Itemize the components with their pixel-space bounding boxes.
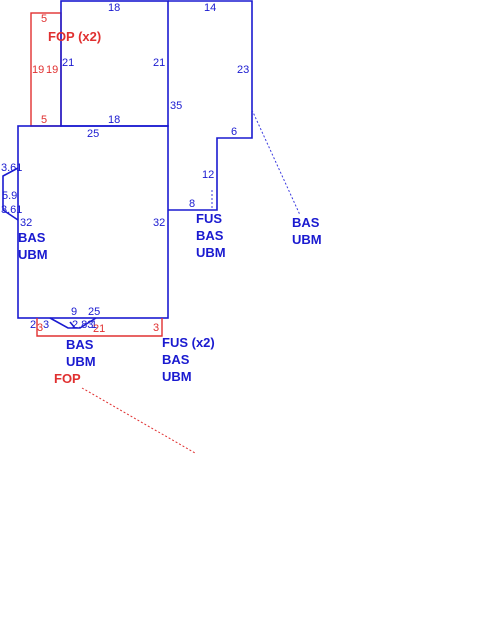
dim-upper-left: 21 — [62, 57, 74, 69]
dim-fop-top: 5 — [41, 13, 47, 25]
label-mid-ubm: UBM — [196, 245, 226, 260]
fop-stoop-bottom-outline — [36, 318, 163, 337]
dim-fop-right: 19 — [46, 64, 58, 76]
dim-bay-bottom: 3.61 — [1, 204, 22, 216]
label-fus-x2-bas: BAS — [162, 352, 190, 367]
label-right-ubm: UBM — [292, 232, 322, 247]
label-mid-bas: BAS — [196, 228, 224, 243]
label-fus-x2: FUS (x2) — [162, 335, 215, 350]
dim-stoop-a: 2 — [30, 319, 36, 331]
dim-right-top: 14 — [204, 2, 216, 14]
dim-main-left: 32 — [20, 217, 32, 229]
dim-stoop-f: 21 — [93, 323, 105, 335]
leader-right-bas — [251, 109, 301, 216]
upper-block-outline — [60, 0, 169, 127]
label-main-ubm: UBM — [18, 247, 48, 262]
label-bottom-bas: BAS — [66, 337, 94, 352]
right-wing-outline — [168, 0, 253, 211]
label-right-bas: BAS — [292, 215, 320, 230]
dim-upper-right: 21 — [153, 57, 165, 69]
dim-stoop-d: 2.83 — [72, 319, 93, 331]
main-block-outline — [17, 125, 169, 319]
dim-upper-top: 18 — [108, 2, 120, 14]
leader-fop-bottom — [81, 387, 196, 454]
label-main-bas: BAS — [18, 230, 46, 245]
dim-main-bottom-a: 9 — [71, 306, 77, 318]
dim-bay-top: 3.61 — [1, 162, 22, 174]
label-fus-x2-ubm: UBM — [162, 369, 192, 384]
dim-right-side: 23 — [237, 64, 249, 76]
label-bottom-ubm: UBM — [66, 354, 96, 369]
bay-window-outline — [2, 167, 19, 221]
dim-fop-bottom: 5 — [41, 114, 47, 126]
dim-bay-side: 5.9 — [2, 190, 17, 202]
dim-right-base: 8 — [189, 198, 195, 210]
label-fop-bottom: FOP — [54, 371, 81, 386]
dim-upper-bottom: 18 — [108, 114, 120, 126]
dim-right-drop: 12 — [202, 169, 214, 181]
dim-main-top: 25 — [87, 128, 99, 140]
dim-stoop-c: 3 — [43, 319, 49, 331]
dim-stoop-b: 3 — [37, 322, 43, 334]
dim-right-left-side: 35 — [170, 100, 182, 112]
dim-right-step: 6 — [231, 126, 237, 138]
dim-fop-left: 19 — [32, 64, 44, 76]
stoop-inner-outline — [69, 321, 76, 329]
dim-main-bottom-b: 25 — [88, 306, 100, 318]
label-fop-x2: FOP (x2) — [48, 29, 101, 44]
dim-stoop-e: 1 — [91, 319, 97, 331]
dim-main-right: 32 — [153, 217, 165, 229]
dim-stoop-g: 3 — [153, 322, 159, 334]
label-mid-fus: FUS — [196, 211, 222, 226]
